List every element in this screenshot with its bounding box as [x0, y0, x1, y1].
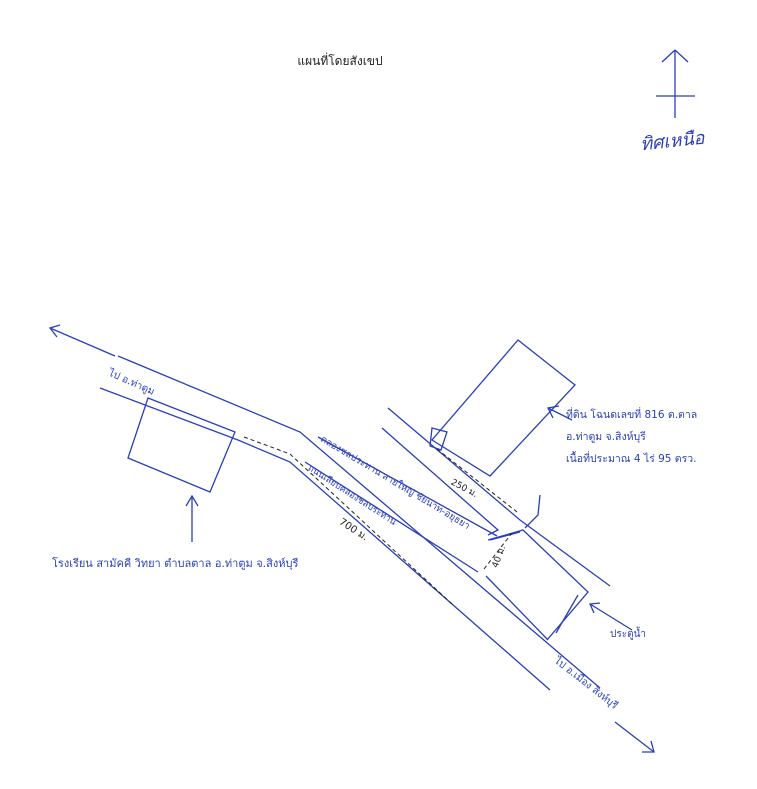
land-info: ที่ดิน โฉนดเลขที่ 816 ต.ตาล อ.ท่าตูม จ.ส… [566, 404, 697, 470]
main-road [99, 355, 601, 691]
dam-label: ประตูน้ำ [610, 629, 647, 640]
land-plot [431, 339, 576, 477]
dist-40-line [483, 532, 513, 570]
dist-700-line [243, 436, 453, 605]
land-plot-corner [429, 427, 448, 451]
map-title: แผนที่โดยสังเขป [297, 54, 383, 68]
sluice-gate [487, 529, 589, 641]
school-plot [127, 397, 236, 493]
dam-pointer-arrow [589, 602, 633, 631]
land-info-line: ที่ดิน โฉนดเลขที่ 816 ต.ตาล [566, 409, 698, 421]
land-info-line: อ.ท่าตูม จ.สิงห์บุรี [566, 431, 646, 443]
road-arrow-bottom-icon [614, 721, 655, 753]
cross-road [381, 407, 611, 641]
land-pointer-arrow [547, 405, 573, 421]
canal [304, 436, 498, 573]
school-pointer-arrow [185, 494, 199, 542]
land-info-line: เนื้อที่ประมาณ 4 ไร่ 95 ตรว. [566, 453, 697, 465]
north-arrow-icon [656, 49, 695, 118]
dist-250-line [436, 448, 518, 513]
road-arrow-top-icon [48, 324, 116, 357]
school-label: โรงเรียน สามัคคี วิทยา ตำบลตาล อ.ท่าตูม … [52, 557, 299, 570]
